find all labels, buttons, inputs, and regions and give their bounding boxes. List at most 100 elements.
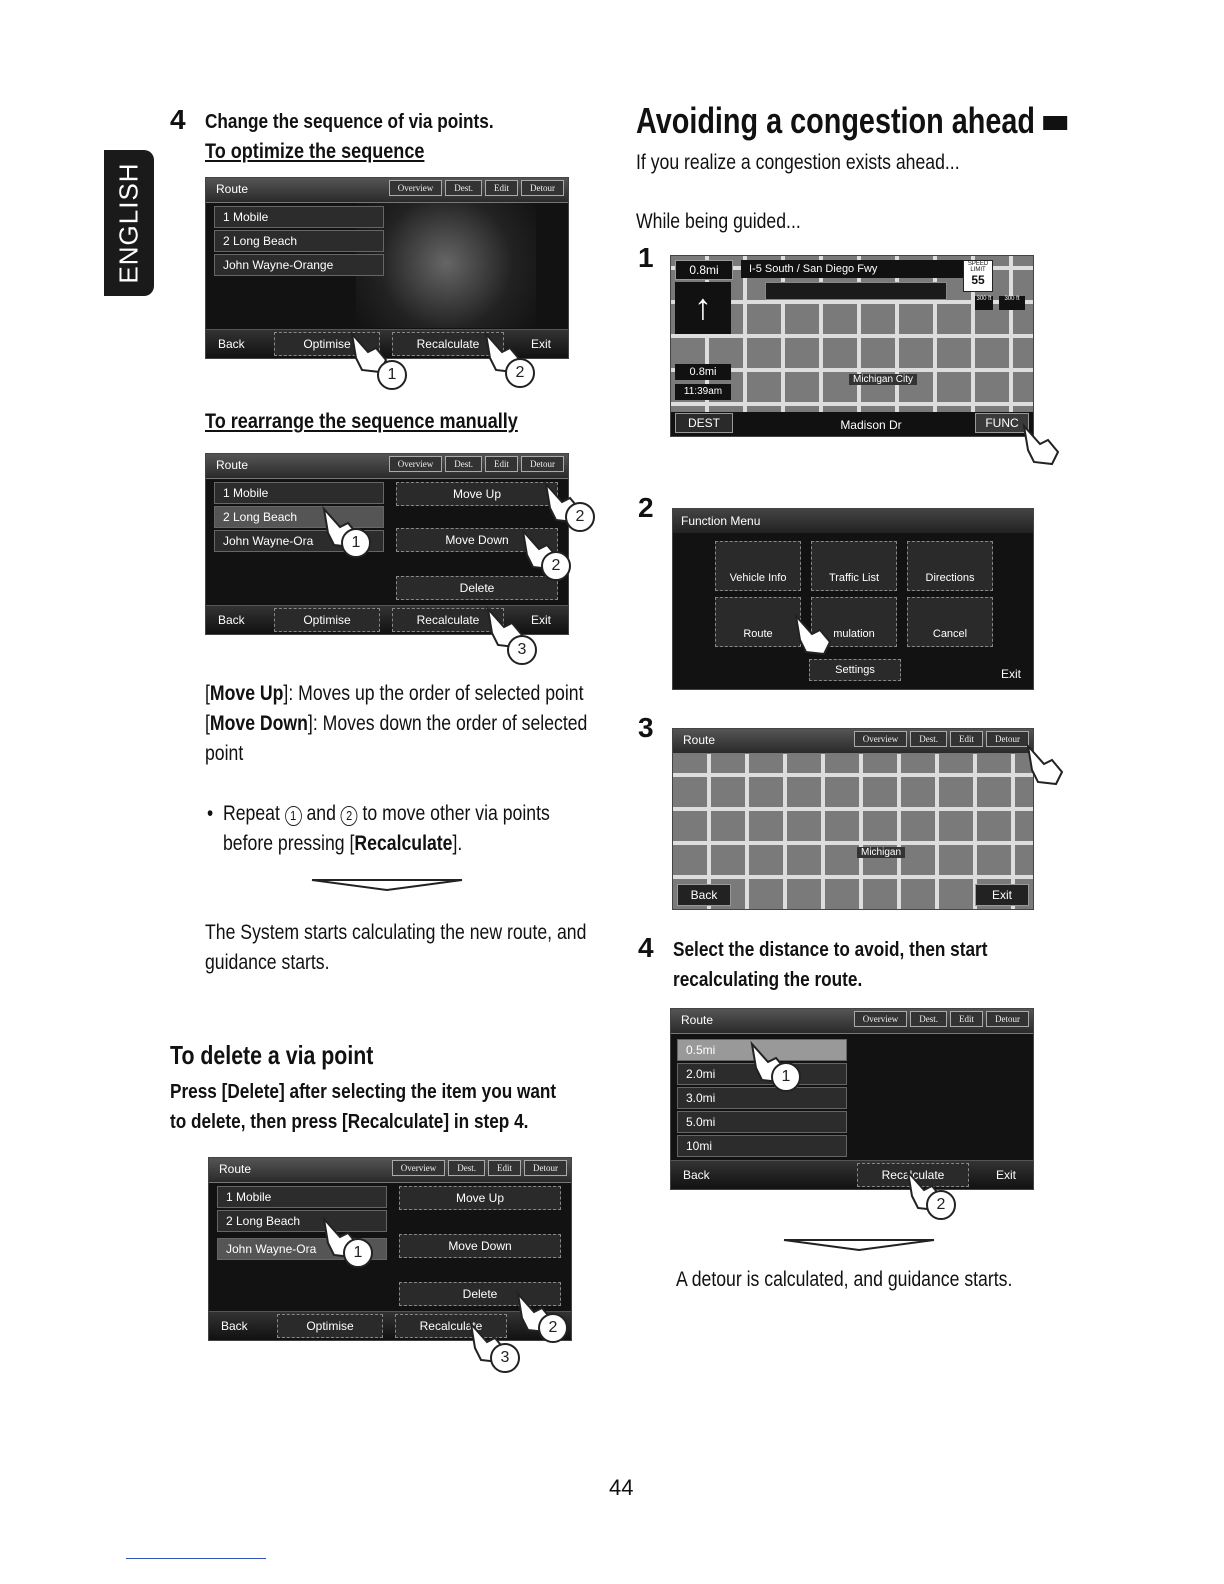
recalculate-button[interactable]: Recalculate [395, 1314, 507, 1338]
tab-detour[interactable]: Detour [521, 456, 564, 472]
language-tab: ENGLISH [104, 150, 154, 296]
move-down-label: Move Down [209, 712, 308, 735]
settings-button[interactable]: Settings [809, 659, 901, 681]
pointing-hand-icon [794, 612, 832, 656]
exit-button[interactable]: Exit [531, 337, 552, 351]
recalculate-button[interactable]: Recalculate [392, 608, 504, 632]
tab-overview[interactable]: Overview [853, 1011, 908, 1027]
down-arrow-icon [311, 879, 463, 892]
directions-button[interactable]: Directions [907, 541, 993, 591]
bullet-text: Repeat [222, 802, 285, 825]
screen-title: Route [216, 458, 249, 472]
move-down-text: : Moves down the order of selected [312, 712, 588, 735]
tab-dest[interactable]: Dest. [445, 180, 482, 196]
speed-limit-label: SPEED LIMIT [967, 261, 989, 273]
callout-2: 2 [505, 358, 535, 388]
dest-button[interactable]: DEST [675, 413, 733, 433]
distance-option[interactable]: 10mi [677, 1135, 847, 1157]
scale-label: 300 ft [975, 296, 993, 310]
move-down-button[interactable]: Move Down [399, 1234, 561, 1258]
via-point-item[interactable]: 2 Long Beach [214, 230, 384, 252]
via-point-item-selected[interactable]: 2 Long Beach [214, 506, 384, 528]
section-title-text: Avoiding a congestion ahead [636, 100, 1035, 141]
step-title: Change the sequence of via points. [205, 111, 494, 133]
city-label: Michigan [857, 847, 906, 858]
via-point-item[interactable]: 2 Long Beach [217, 1210, 387, 1232]
delete-button[interactable]: Delete [399, 1282, 561, 1306]
move-down-text-cont: point [205, 742, 244, 765]
bullet-text: ]. [452, 832, 463, 855]
tab-dest[interactable]: Dest. [910, 731, 947, 747]
bullet-note: • Repeat 1 and 2 to move other via point… [207, 802, 550, 826]
footer-rule [126, 1558, 266, 1559]
tab-edit[interactable]: Edit [485, 180, 518, 196]
result-text: A detour is calculated, and guidance sta… [676, 1268, 1013, 1291]
tab-overview[interactable]: Overview [388, 456, 443, 472]
tab-dest[interactable]: Dest. [910, 1011, 947, 1027]
vehicle-info-button[interactable]: Vehicle Info [715, 541, 801, 591]
callout-3: 3 [490, 1343, 520, 1373]
distance-option[interactable]: 3.0mi [677, 1087, 847, 1109]
exit-button[interactable]: Exit [1000, 667, 1021, 681]
screen-title: Route [681, 1013, 714, 1027]
step-number: 2 [638, 492, 654, 523]
traffic-list-button[interactable]: Traffic List [811, 541, 897, 591]
move-up-description: [Move Up]: Moves up the order of selecte… [205, 682, 584, 705]
tab-dest[interactable]: Dest. [445, 456, 482, 472]
via-point-item[interactable]: John Wayne-Orange [214, 254, 384, 276]
callout-1: 1 [343, 1238, 373, 1268]
current-road: I-5 South / San Diego Fwy [741, 260, 969, 278]
tab-edit[interactable]: Edit [950, 731, 983, 747]
up-arrow-icon: ↑ [675, 282, 731, 334]
via-point-item[interactable]: 1 Mobile [214, 206, 384, 228]
back-button[interactable]: Back [218, 337, 245, 351]
recalculate-button[interactable]: Recalculate [392, 332, 504, 356]
route-map-screen: Route Overview Dest. Edit Detour Michiga… [672, 728, 1034, 910]
delete-button[interactable]: Delete [396, 576, 558, 600]
bullet-text: before pressing [ [223, 832, 355, 855]
callout-1: 1 [341, 528, 371, 558]
exit-button[interactable]: Exit [996, 1168, 1017, 1182]
tab-overview[interactable]: Overview [391, 1160, 446, 1176]
tab-edit[interactable]: Edit [950, 1011, 983, 1027]
move-up-button[interactable]: Move Up [396, 482, 558, 506]
exit-button[interactable]: Exit [531, 613, 552, 627]
section-title: Avoiding a congestion ahead [636, 100, 1067, 142]
tab-overview[interactable]: Overview [388, 180, 443, 196]
tab-overview[interactable]: Overview [853, 731, 908, 747]
tab-edit[interactable]: Edit [485, 456, 518, 472]
move-up-label: Move Up [209, 682, 284, 705]
optimise-button[interactable]: Optimise [274, 608, 380, 632]
callout-2: 2 [340, 806, 358, 826]
distance-option[interactable]: 5.0mi [677, 1111, 847, 1133]
bullet-note-cont: before pressing [Recalculate]. [223, 829, 462, 859]
tab-detour[interactable]: Detour [521, 180, 564, 196]
cancel-button[interactable]: Cancel [907, 597, 993, 647]
language-label: ENGLISH [113, 162, 144, 284]
route-button[interactable]: Route [715, 597, 801, 647]
subheading-rearrange: To rearrange the sequence manually [205, 410, 518, 433]
back-button[interactable]: Back [221, 1319, 248, 1333]
tab-dest[interactable]: Dest. [448, 1160, 485, 1176]
back-button[interactable]: Back [218, 613, 245, 627]
tab-detour[interactable]: Detour [524, 1160, 567, 1176]
move-up-button[interactable]: Move Up [399, 1186, 561, 1210]
tab-detour[interactable]: Detour [986, 1011, 1029, 1027]
optimise-button[interactable]: Optimise [277, 1314, 383, 1338]
delete-instruction: Press [Delete] after selecting the item … [170, 1081, 557, 1103]
menu-title: Function Menu [681, 514, 761, 528]
back-button[interactable]: Back [683, 1168, 710, 1182]
recalculate-label: Recalculate [354, 832, 453, 855]
back-button[interactable]: Back [677, 884, 731, 906]
tab-detour[interactable]: Detour [986, 731, 1029, 747]
via-point-item[interactable]: 1 Mobile [214, 482, 384, 504]
tab-edit[interactable]: Edit [488, 1160, 521, 1176]
title-bar-mark [1043, 116, 1067, 131]
func-button[interactable]: FUNC [975, 413, 1029, 433]
via-point-item[interactable]: 1 Mobile [217, 1186, 387, 1208]
exit-button[interactable]: Exit [975, 884, 1029, 906]
screen-title: Route [683, 733, 716, 747]
step-title-cont: recalculating the route. [673, 969, 863, 991]
route-screen-delete: Route Overview Dest. Edit Detour 1 Mobil… [208, 1157, 572, 1341]
screen-title: Route [216, 182, 249, 196]
